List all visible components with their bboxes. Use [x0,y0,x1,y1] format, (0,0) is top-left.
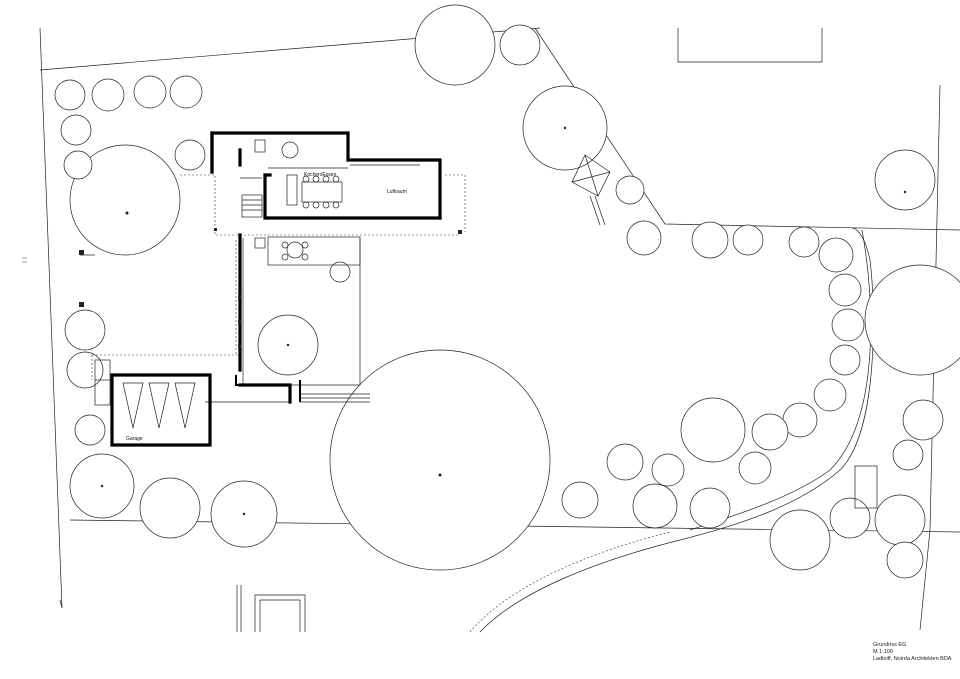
gazebo [571,154,611,226]
tree-large-1 [69,144,181,256]
garden-bench [854,465,878,509]
caption-scale: M 1:100 [873,649,893,655]
caption-architect: Ladleiff, Noirda Architekten BDA [873,656,952,662]
garden-path [469,227,874,633]
pool-outline [236,585,306,632]
terrace-outlines [80,174,466,386]
label-garage: Garage [126,436,143,442]
room-labels: Kochen/Essen Luftraum Garage [126,172,407,442]
columns [79,228,462,348]
tree-garden-5 [329,261,351,283]
garage [94,359,212,447]
caption-title: Grundriss EG [873,642,907,648]
tree-large-3 [414,4,496,86]
neighbour-building [677,28,823,63]
tree-large-2 [329,349,551,571]
interior [205,139,420,403]
tree-large-5 [874,149,936,211]
label-kitchen: Kochen/Essen [304,172,336,178]
tree-large-6 [864,264,960,376]
title-block: Grundriss EG M 1:100 Ladleiff, Noirda Ar… [873,642,951,663]
label-living: Luftraum [387,189,407,195]
tree-garden-2 [139,477,201,539]
trees [54,4,960,579]
